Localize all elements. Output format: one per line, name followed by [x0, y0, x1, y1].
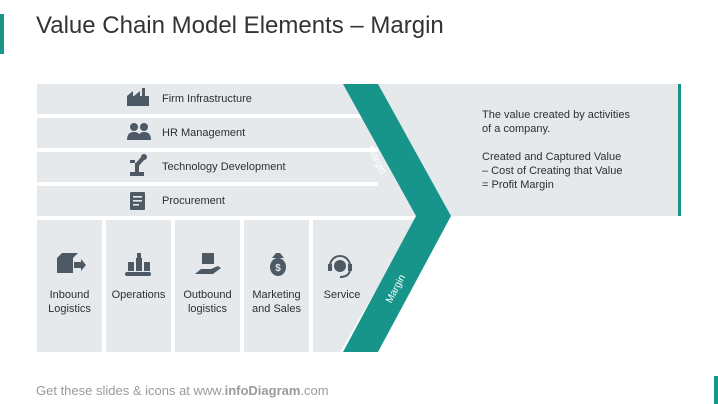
svg-text:$: $: [275, 263, 281, 274]
primary-label-operations: Operations: [111, 289, 166, 301]
support-bar-procurement: [37, 186, 418, 216]
document-icon: [130, 192, 145, 210]
primary-col-service: [313, 220, 417, 352]
footer-credit: Get these slides & icons at www.infoDiag…: [36, 383, 329, 398]
support-label-technology-development: Technology Development: [162, 161, 286, 173]
primary-label-marketing: Marketing and Sales: [252, 289, 301, 315]
support-bar-hr-management: [37, 118, 391, 148]
primary-label-outbound: Outbound logistics: [183, 289, 232, 315]
margin-chevron: [343, 84, 451, 352]
title-accent-bar: [0, 14, 4, 54]
primary-label-service: Service: [323, 289, 361, 301]
package-hand-icon: [195, 253, 221, 274]
primary-col-marketing: [244, 220, 309, 352]
support-bar-firm-infrastructure: [37, 84, 367, 114]
inbound-box-icon: [57, 253, 86, 273]
primary-col-outbound: [175, 220, 240, 352]
margin-description: The value created by activities of a com…: [482, 109, 630, 191]
robot-arm-icon: [130, 154, 147, 176]
description-panel-accent: [678, 84, 681, 216]
headset-icon: [328, 255, 352, 278]
money-bag-icon: $: [270, 253, 286, 276]
primary-label-inbound: Inbound Logistics: [48, 289, 91, 315]
conveyor-icon: [125, 253, 151, 276]
support-label-firm-infrastructure: Firm Infrastructure: [162, 93, 252, 105]
page-title: Value Chain Model Elements – Margin: [36, 12, 444, 39]
primary-col-operations: [106, 220, 171, 352]
support-label-procurement: Procurement: [162, 195, 225, 207]
people-icon: [127, 123, 151, 140]
support-label-hr-management: HR Management: [162, 127, 246, 139]
primary-col-inbound: [37, 220, 102, 352]
corner-accent-mark: [714, 376, 718, 404]
factory-icon: [127, 88, 149, 106]
